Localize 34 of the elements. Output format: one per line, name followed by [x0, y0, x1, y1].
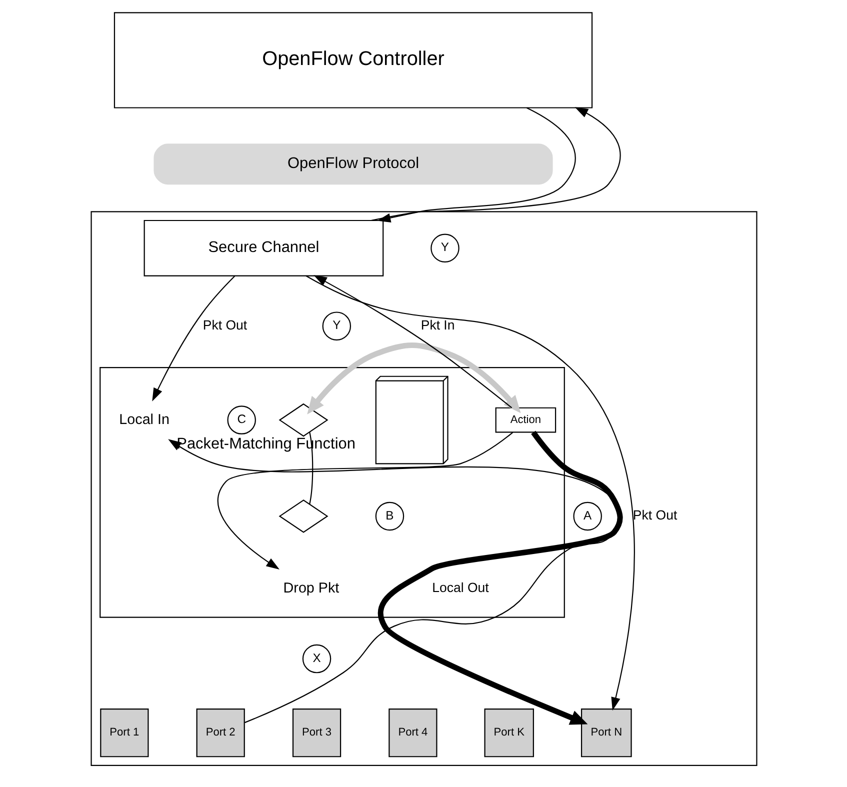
node-box: OpenFlow Protocol: [153, 144, 552, 185]
node-diamond: [278, 403, 328, 437]
node-text: Drop Pkt: [282, 580, 339, 596]
arrow: [217, 432, 513, 570]
arrow: [152, 276, 235, 402]
edge-label: Local Out: [432, 580, 488, 596]
arrow: [168, 439, 621, 724]
node-box: Port 4: [388, 708, 437, 758]
node-box: Port 3: [292, 708, 341, 758]
arrow: [305, 275, 634, 711]
node-box: Port N: [580, 708, 632, 758]
arrow: [370, 107, 620, 221]
node-box: Port 2: [196, 708, 244, 758]
arrow: [313, 275, 512, 408]
edge-label: Pkt Out: [632, 508, 677, 523]
arrow: [306, 342, 520, 414]
node-circle: Y: [430, 234, 459, 262]
node-text: Local In: [118, 412, 169, 428]
node-box: Port K: [484, 708, 534, 758]
node-circle: B: [374, 502, 404, 531]
node-circle: Y: [322, 312, 351, 340]
node-box: Action: [494, 407, 556, 433]
edge-label: Pkt In: [420, 317, 454, 332]
edge-label: Pkt Out: [202, 317, 247, 332]
node-box: OpenFlow Controller: [113, 12, 592, 108]
node-circle: C: [226, 406, 256, 434]
node-circle: A: [572, 502, 602, 531]
node-box: Port 1: [100, 708, 148, 758]
arrow: [377, 430, 622, 725]
cluster: [99, 366, 564, 618]
connector: [308, 432, 313, 504]
node-circle: X: [302, 644, 331, 674]
node-diamond: [278, 500, 328, 533]
node-box: Secure Channel: [143, 220, 384, 276]
